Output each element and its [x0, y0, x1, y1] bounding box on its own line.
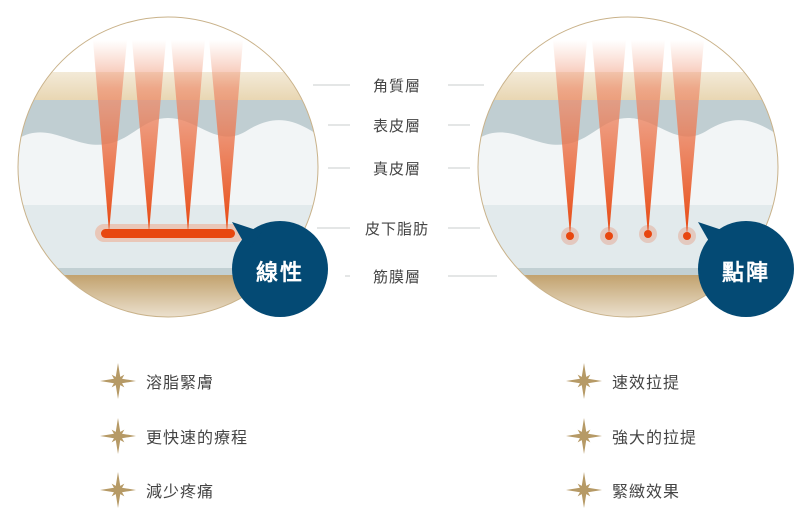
benefit-text: 速效拉提 — [612, 373, 681, 392]
benefit-text: 減少疼痛 — [146, 482, 215, 501]
left-benefit-item: 溶脂緊膚 — [100, 363, 214, 399]
sparkle-star-icon — [100, 417, 136, 454]
linear-heat-line — [101, 229, 235, 238]
benefit-text: 強大的拉提 — [612, 427, 698, 447]
left-circle-linear — [18, 17, 318, 317]
left-benefit-item: 減少疼痛 — [100, 472, 214, 508]
layer-label-fascia: 筋膜層 — [372, 268, 421, 286]
layer-label-subcutaneous-fat: 皮下脂肪 — [364, 220, 429, 238]
right-benefit-item: 速效拉提 — [566, 363, 680, 399]
right-benefit-item: 緊緻效果 — [566, 472, 680, 508]
badge-fractional: 點陣 — [721, 261, 770, 286]
sparkle-star-icon — [100, 363, 136, 399]
layer-label-stratum-corneum: 角質層 — [372, 77, 421, 95]
left-benefit-item: 更快速的療程 — [100, 417, 249, 454]
sparkle-star-icon — [566, 417, 602, 454]
benefit-text: 溶脂緊膚 — [146, 373, 215, 392]
sparkle-star-icon — [566, 363, 602, 399]
right-benefit-item: 強大的拉提 — [566, 417, 698, 454]
layer-label-epidermis: 表皮層 — [372, 117, 421, 135]
badge-linear: 線性 — [255, 261, 304, 286]
badge-bubbles — [232, 221, 794, 317]
sparkle-star-icon — [566, 472, 602, 508]
right-circle-fractional — [478, 17, 778, 317]
benefit-text: 緊緻效果 — [612, 482, 681, 501]
sparkle-star-icon — [100, 472, 136, 508]
label-leader-lines — [313, 84, 497, 277]
benefit-text: 更快速的療程 — [146, 427, 249, 447]
layer-label-dermis: 真皮層 — [372, 160, 421, 178]
